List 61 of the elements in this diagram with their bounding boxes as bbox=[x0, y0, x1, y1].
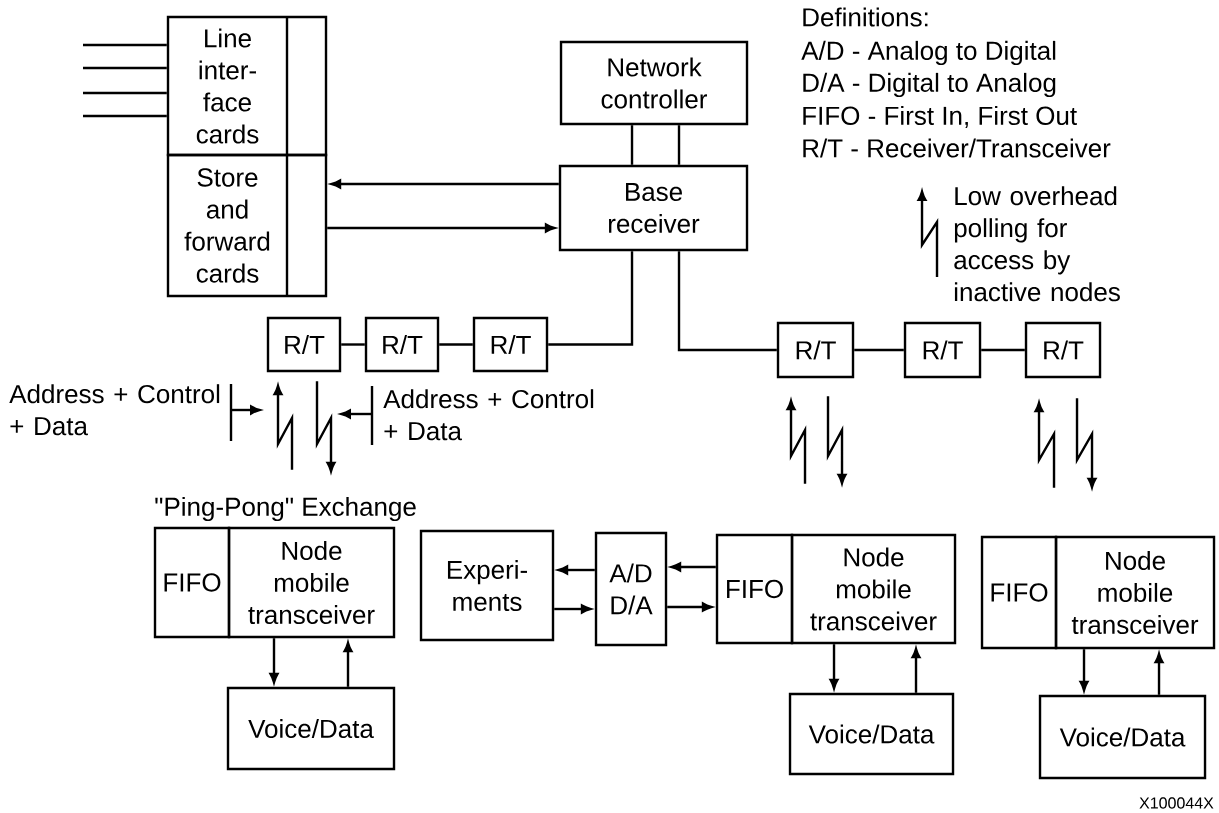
process-box: R/T bbox=[903, 321, 982, 379]
signal-arrow bbox=[786, 399, 807, 484]
card-box: Store and forward cards bbox=[166, 153, 328, 298]
annotation-text: D/A - Digital to Analog bbox=[803, 72, 1056, 98]
process-box: FIFO bbox=[715, 533, 794, 645]
process-box: Node mobile transceiver bbox=[1054, 535, 1216, 650]
annotation-text: FIFO - First In, First Out bbox=[803, 105, 1077, 129]
process-box: Experi- ments bbox=[419, 529, 555, 642]
process-box: R/T bbox=[776, 321, 855, 379]
process-box: R/T bbox=[472, 316, 549, 373]
signal-arrow bbox=[327, 223, 556, 233]
annotation-text: Address + Control + Data bbox=[383, 389, 594, 441]
signal-arrow bbox=[1075, 398, 1097, 489]
connector-line bbox=[439, 343, 473, 346]
process-box: R/T bbox=[364, 316, 440, 373]
annotation-text: A/D - Analog to Digital bbox=[801, 40, 1056, 66]
signal-arrow bbox=[273, 384, 294, 470]
connector-line bbox=[548, 251, 634, 346]
signal-arrow bbox=[315, 381, 336, 473]
signal-arrow bbox=[269, 638, 279, 684]
annotation-text: Address + Control + Data bbox=[9, 384, 220, 436]
annotation-text: "Ping-Pong" Exchange bbox=[155, 496, 416, 522]
signal-arrow bbox=[911, 647, 921, 693]
process-box: Node mobile transceiver bbox=[227, 526, 396, 639]
annotation-text: Definitions: bbox=[803, 7, 928, 27]
connector-line bbox=[83, 91, 167, 95]
signal-arrow bbox=[557, 565, 595, 575]
figure-id: X100044X bbox=[1139, 797, 1214, 809]
process-box: FIFO bbox=[980, 535, 1058, 650]
process-box: R/T bbox=[266, 316, 342, 373]
connector-line bbox=[981, 348, 1025, 352]
process-box: Voice/Data bbox=[226, 686, 396, 771]
process-box: R/T bbox=[1024, 321, 1102, 379]
annotation-text: R/T - Receiver/Transceiver bbox=[803, 138, 1111, 158]
signal-arrow bbox=[670, 562, 716, 572]
signal-arrow bbox=[343, 641, 353, 687]
signal-arrow bbox=[554, 604, 592, 614]
signal-arrow bbox=[1154, 652, 1164, 695]
process-box: Voice/Data bbox=[1038, 694, 1207, 780]
process-box: A/D D/A bbox=[594, 531, 668, 647]
annotation-text: Low overhead polling for access by inactive nodes bbox=[954, 186, 1120, 302]
connector-line bbox=[677, 251, 777, 352]
signal-arrow bbox=[1034, 401, 1056, 488]
connector-line bbox=[83, 43, 167, 47]
process-box: Node mobile transceiver bbox=[790, 533, 957, 645]
process-box: Network controller bbox=[559, 40, 749, 126]
process-box: FIFO bbox=[153, 526, 231, 639]
process-box: Voice/Data bbox=[788, 692, 955, 776]
connector-line bbox=[83, 114, 167, 118]
connector-line bbox=[83, 66, 167, 70]
signal-arrow bbox=[1079, 649, 1089, 692]
signal-arrow bbox=[829, 644, 839, 690]
card-box: Line inter- face cards bbox=[166, 15, 328, 157]
connector-line bbox=[854, 348, 904, 352]
signal-arrow bbox=[330, 179, 559, 189]
process-box: Base receiver bbox=[558, 164, 749, 252]
signal-arrow bbox=[826, 396, 847, 485]
connector-line bbox=[677, 125, 681, 165]
signal-arrow bbox=[667, 602, 713, 612]
connector-line bbox=[341, 343, 365, 346]
connector-line bbox=[630, 125, 634, 165]
